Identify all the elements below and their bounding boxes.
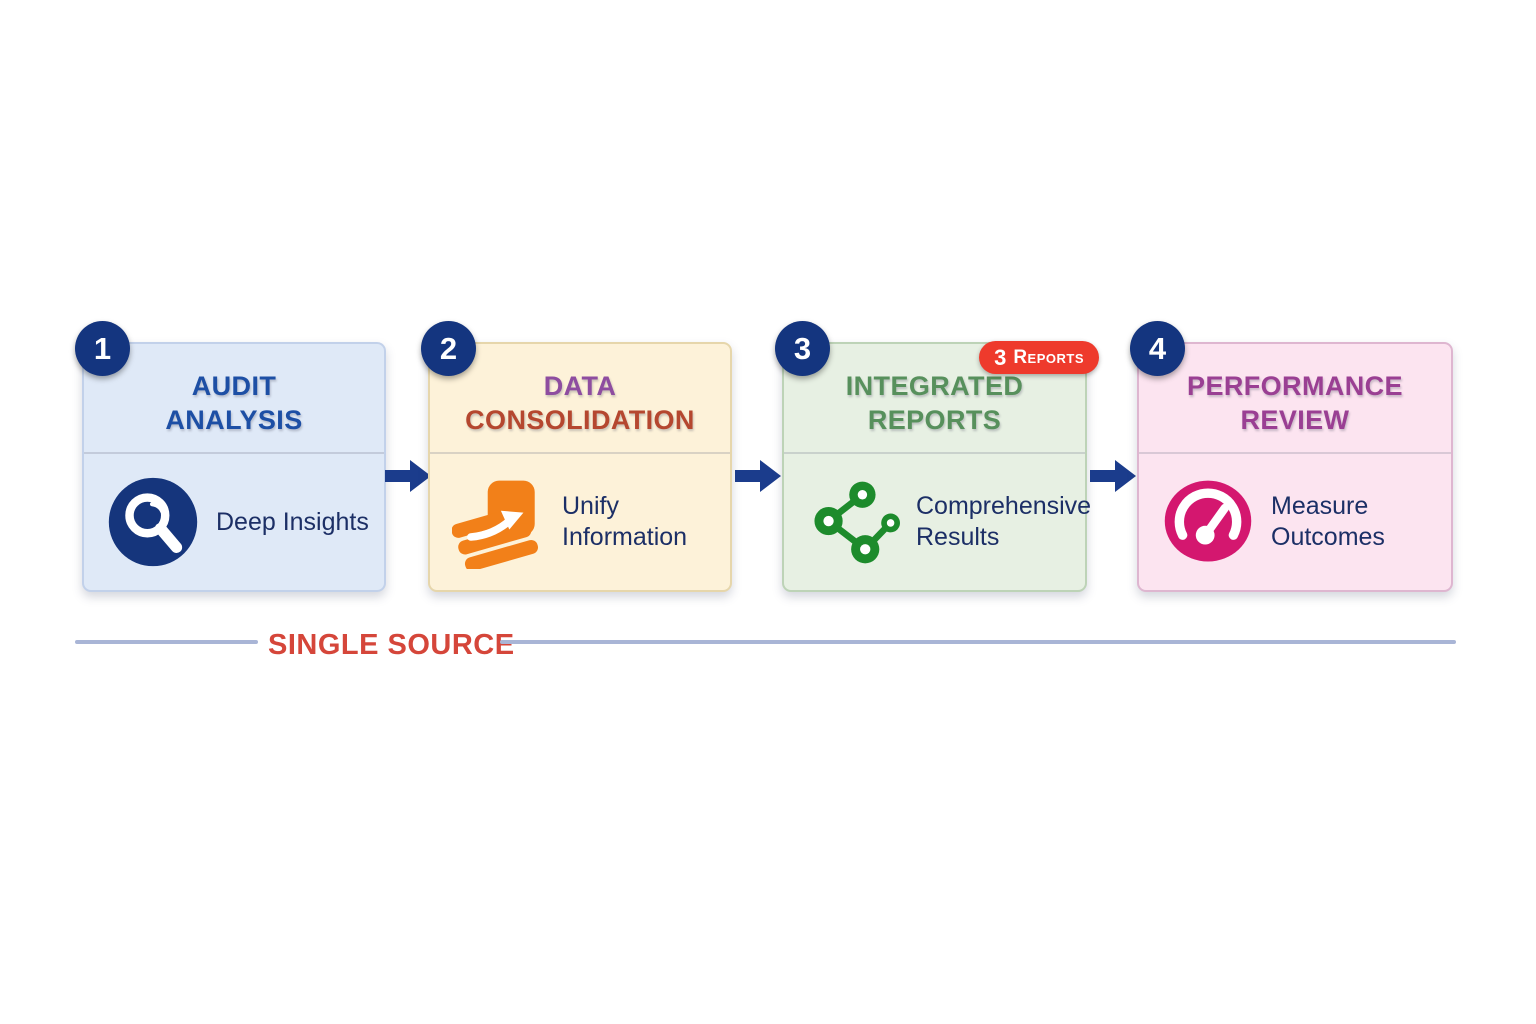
card-title: AUDIT ANALYSIS (84, 344, 384, 454)
step-number-badge: 1 (75, 321, 130, 376)
layers-arrow-icon (452, 475, 546, 569)
card-title-line: CONSOLIDATION (465, 404, 695, 435)
card-title-line: DATA (543, 370, 617, 401)
reports-count-badge: 3 Reports (979, 341, 1099, 374)
single-source-label: SINGLE SOURCE (268, 629, 515, 661)
card-title: DATA CONSOLIDATION (430, 344, 730, 454)
reports-label: Reports (1013, 346, 1084, 368)
arrow-right-icon (735, 458, 781, 494)
card-body: Measure Outcomes (1139, 454, 1451, 590)
step-number-badge: 2 (421, 321, 476, 376)
card-title-line: INTEGRATED (845, 370, 1024, 401)
divider-line-right (500, 640, 1456, 644)
card-body: Deep Insights (84, 454, 384, 590)
step-number-badge: 3 (775, 321, 830, 376)
magnifier-icon (106, 475, 200, 569)
divider-line-left (75, 640, 258, 644)
step-number: 4 (1148, 330, 1167, 366)
step-card-data-consolidation: 2 DATA CONSOLIDATION (421, 321, 732, 592)
arrow-right-icon (1090, 458, 1136, 494)
step-subtitle: Comprehensive Results (916, 492, 1092, 551)
card-title-line: ANALYSIS (165, 404, 303, 435)
step-card-performance-review: 4 PERFORMANCE REVIEW Measure Outcomes (1130, 321, 1453, 592)
step-number: 3 (793, 330, 812, 366)
card-title-line: REPORTS (867, 404, 1002, 435)
step-number-badge: 4 (1130, 321, 1185, 376)
card-title-line: AUDIT (191, 370, 277, 401)
card-title-line: REVIEW (1240, 404, 1350, 435)
step-number: 1 (93, 330, 112, 366)
step-number: 2 (439, 330, 458, 366)
reports-count: 3 (994, 344, 1007, 370)
step-subtitle: Deep Insights (216, 507, 369, 536)
step-subtitle: Measure Outcomes (1271, 492, 1385, 551)
card-body: Comprehensive Results (784, 454, 1092, 590)
gauge-icon (1161, 475, 1255, 569)
network-nodes-icon (806, 475, 900, 569)
card-body: Unify Information (430, 454, 730, 590)
card-title: PERFORMANCE REVIEW (1139, 344, 1451, 454)
card-title-line: PERFORMANCE (1187, 370, 1403, 401)
step-card-audit-analysis: 1 AUDIT ANALYSIS Deep Insights (75, 321, 386, 592)
step-subtitle: Unify Information (562, 492, 688, 551)
card-title: INTEGRATED REPORTS (784, 344, 1085, 454)
arrow-right-icon (385, 458, 431, 494)
step-card-integrated-reports: 3 3 Reports INTEGRATED REPORTS (775, 321, 1099, 592)
